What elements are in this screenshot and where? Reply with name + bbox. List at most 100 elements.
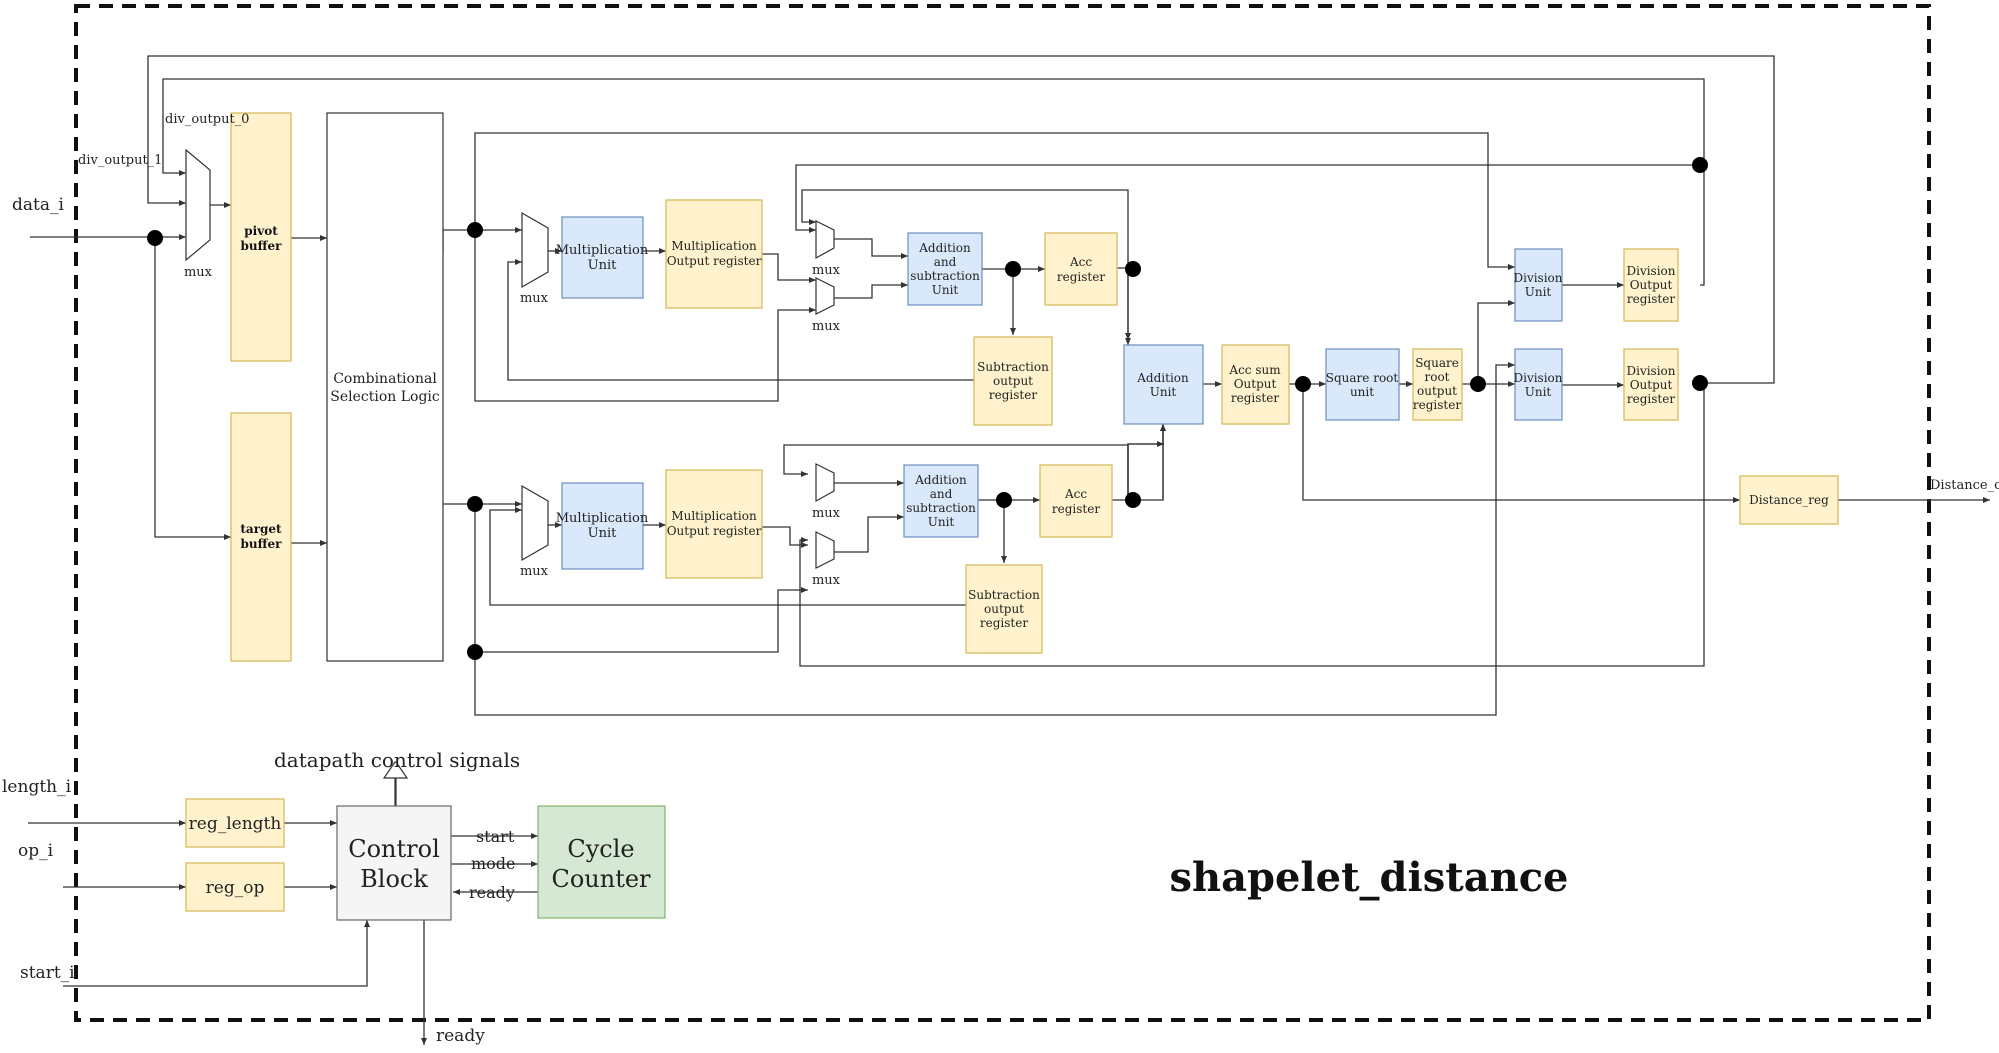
lower-addition-subtraction-unit: Addition and subtraction Unit [903,464,979,538]
lower-acc-reg-label-2: register [1052,502,1100,516]
lower-multiplication-unit: Multiplication Unit [556,482,649,570]
data-i-label: data_i [12,195,64,215]
upper-sub-reg-label-3: register [989,388,1037,402]
lower-addsub-label-3: subtraction [906,501,976,515]
lower-division-unit: Division Unit [1513,348,1563,421]
upper-mult-reg-label-1: Multiplication [671,239,757,253]
junctions [147,157,1708,660]
sqrt-reg-label-3: output [1417,384,1457,398]
lower-div-reg-label-1: Division [1626,364,1675,378]
input-mux-label: mux [184,265,213,280]
addition-unit: Addition Unit [1123,344,1204,425]
upper-div-unit-label-2: Unit [1525,285,1552,299]
upper-div-reg-label-1: Division [1626,264,1675,278]
wires [28,55,1990,1045]
distance-o-label: Distance_o [1930,478,1999,493]
upper-div-reg-label-3: register [1627,292,1675,306]
module-boundary [74,4,1931,1022]
lower-div-unit-label-2: Unit [1525,385,1552,399]
div-output-1-label: div_output_1 [78,153,162,168]
input-mux: mux [184,148,213,280]
reg-length-label: reg_length [189,814,282,834]
upper-addsub-mux-b: mux [812,277,841,334]
op-i-label: op_i [18,841,54,861]
control-signals-arrow [382,761,409,807]
lower-div-reg-label-3: register [1627,392,1675,406]
lower-addsub-label-2: and [930,487,953,501]
lower-addsub-mux-a-label: mux [812,506,841,521]
upper-addsub-mux-b-label: mux [812,319,841,334]
sqrt-reg-label-4: register [1413,398,1461,412]
ready-signal-label: ready [469,883,515,902]
lower-div-reg-label-2: Output [1630,378,1673,392]
div-output-0-label: div_output_0 [165,112,249,127]
length-i-label: length_i [2,777,72,797]
reg-op-label: reg_op [206,878,265,898]
lower-mult-mux-label: mux [520,564,549,579]
combinational-label-1: Combinational [333,371,437,387]
upper-acc-reg-label-2: register [1057,270,1105,284]
pivot-buffer: pivot buffer [230,112,292,362]
mode-signal-label: mode [471,854,516,873]
upper-addsub-mux-a-label: mux [812,263,841,278]
upper-subtraction-output-register: Subtraction output register [973,336,1053,426]
addition-unit-label-1: Addition [1136,371,1189,385]
lower-sub-reg-label-2: output [984,602,1024,616]
start-i-label: start_i [20,963,75,983]
distance-reg-label: Distance_reg [1749,493,1829,507]
sqrt-unit-label-2: unit [1350,385,1374,399]
upper-addsub-label-1: Addition [918,241,971,255]
pivot-buffer-label-1: pivot [244,224,278,238]
cycle-counter-label-2: Counter [551,865,651,893]
upper-mult-unit-label-1: Multiplication [556,243,649,258]
upper-multiplication-output-register: Multiplication Output register [665,199,763,309]
upper-division-output-register: Division Output register [1623,248,1679,322]
upper-mult-mux: mux [520,211,549,306]
accsum-label-3: register [1231,391,1279,405]
distance-register: Distance_reg [1739,475,1839,525]
lower-sub-reg-label-1: Subtraction [968,588,1040,602]
lower-mult-mux: mux [520,484,549,579]
acc-sum-output-register: Acc sum Output register [1221,344,1290,425]
lower-div-unit-label-1: Division [1513,371,1562,385]
target-buffer-label-2: buffer [241,537,283,551]
lower-mult-reg-label-2: Output register [667,524,762,538]
lower-addsub-label-4: Unit [928,515,955,529]
lower-subtraction-output-register: Subtraction output register [965,564,1043,654]
reg-op: reg_op [185,862,285,912]
upper-addsub-mux-a: mux [812,220,841,278]
lower-mult-reg-label-1: Multiplication [671,509,757,523]
lower-mult-unit-label-1: Multiplication [556,511,649,526]
lower-addsub-mux-b-label: mux [812,573,841,588]
sqrt-reg-label-1: Square [1415,356,1459,370]
upper-multiplication-unit: Multiplication Unit [556,216,649,299]
start-signal-label: start [476,827,515,846]
accsum-label-1: Acc sum [1228,363,1281,377]
cycle-counter: Cycle Counter [537,805,666,919]
lower-acc-reg-label-1: Acc [1064,487,1087,501]
lower-mult-unit-label-2: Unit [588,526,617,541]
cycle-counter-label-1: Cycle [567,835,634,863]
upper-sub-reg-label-1: Subtraction [977,360,1049,374]
module-title: shapelet_distance [1169,854,1568,901]
datapath-control-signals-label: datapath control signals [274,748,520,772]
pivot-buffer-label-2: buffer [241,239,283,253]
reg-length: reg_length [185,798,285,848]
accsum-label-2: Output [1234,377,1277,391]
square-root-unit: Square root unit [1325,348,1400,421]
upper-mult-reg-label-2: Output register [667,254,762,268]
upper-addsub-label-3: subtraction [910,269,980,283]
sqrt-reg-label-2: root [1424,370,1449,384]
ready-output-label: ready [436,1026,485,1046]
upper-acc-register: Acc register [1044,232,1118,306]
upper-mult-unit-label-2: Unit [588,258,617,273]
upper-addition-subtraction-unit: Addition and subtraction Unit [907,232,983,306]
lower-division-output-register: Division Output register [1623,348,1679,421]
control-block-label-2: Block [360,865,428,893]
upper-addsub-label-4: Unit [932,283,959,297]
addition-unit-label-2: Unit [1150,385,1177,399]
upper-acc-reg-label-1: Acc [1069,255,1092,269]
upper-mult-mux-label: mux [520,291,549,306]
